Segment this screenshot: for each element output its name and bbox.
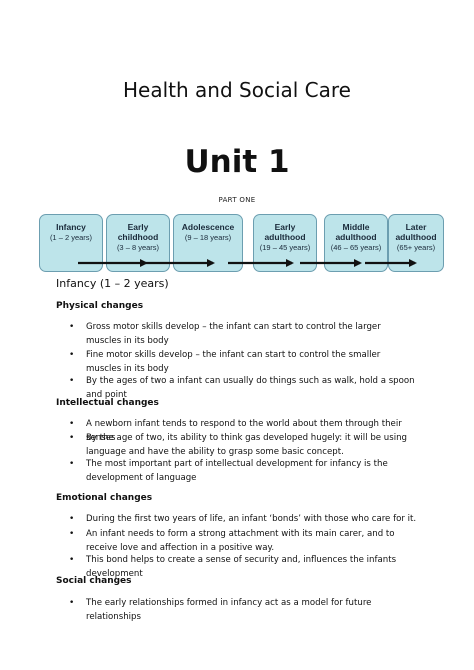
stage-range: (3 – 8 years) <box>116 243 160 252</box>
emotional-heading: Emotional changes <box>56 493 153 503</box>
social-heading: Social changes <box>56 576 132 586</box>
stage-name: Middle adulthood <box>335 222 377 242</box>
list-item: This bond helps to create a sense of sec… <box>69 553 418 581</box>
intellectual-heading: Intellectual changes <box>56 398 159 408</box>
stage-range: (46 – 65 years) <box>330 243 382 252</box>
list-item: Fine motor skills develop – the infant c… <box>69 348 418 376</box>
list-item: During the first two years of life, an i… <box>69 512 418 526</box>
stage-range: (1 – 2 years) <box>49 233 93 242</box>
stage-range: (9 – 18 years) <box>184 233 232 242</box>
unit-title: Unit 1 <box>184 144 290 180</box>
stage-name: Early adulthood <box>264 222 306 242</box>
timeline-arrows <box>78 259 417 267</box>
list-item: The most important part of intellectual … <box>69 457 418 485</box>
section-title: Infancy (1 – 2 years) <box>56 277 169 290</box>
list-item: The early relationships formed in infanc… <box>69 596 418 624</box>
list-item: Gross motor skills develop – the infant … <box>69 320 418 348</box>
part-label: PART ONE <box>218 196 256 204</box>
stage-name: Infancy <box>56 222 86 232</box>
document-title: Health and Social Care <box>123 78 351 102</box>
list-item: An infant needs to form a strong attachm… <box>69 527 418 555</box>
list-item: By the ages of two a infant can usually … <box>69 374 418 402</box>
list-item: By the age of two, its ability to think … <box>69 431 418 459</box>
stage-range: (65+ years) <box>396 243 436 252</box>
stage-name: Adolescence <box>181 222 235 232</box>
stage-name: Early childhood <box>117 222 159 242</box>
physical-heading: Physical changes <box>56 301 144 311</box>
stage-name: Later adulthood <box>395 222 437 242</box>
stage-range: (19 – 45 years) <box>259 243 311 252</box>
